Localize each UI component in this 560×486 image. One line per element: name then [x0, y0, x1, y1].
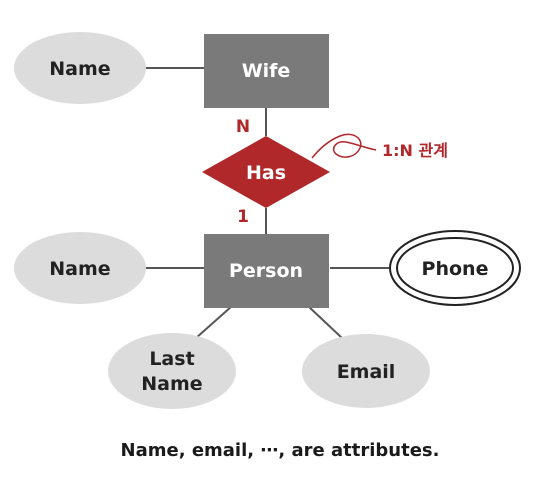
attribute-last-name: Last Name [108, 333, 236, 409]
relationship-has: Has [202, 136, 330, 208]
attribute-label: Email [337, 361, 396, 383]
cardinality-1: 1 [237, 207, 249, 227]
attribute-email: Email [302, 334, 430, 408]
entity-label: Wife [242, 60, 291, 82]
entity-label: Person [229, 260, 303, 282]
attribute-inner-ellipse [396, 237, 514, 299]
attribute-phone: Phone [389, 230, 521, 306]
line-person-to-email [307, 305, 343, 339]
attribute-ellipse [14, 32, 146, 104]
attribute-person-name: Name [14, 232, 146, 304]
cardinality-n: N [236, 117, 250, 137]
diagram-caption: Name, email, ⋯, are attributes. [120, 440, 440, 461]
entity-person: Person [204, 234, 329, 308]
relationship-note: 1:N 관계 [382, 141, 448, 160]
attribute-label: Name [49, 258, 110, 280]
connector-lines [145, 67, 390, 339]
attribute-ellipse [14, 232, 146, 304]
relationship-label: Has [246, 162, 286, 184]
attribute-ellipse [302, 334, 430, 408]
attribute-ellipse [108, 333, 236, 409]
attribute-label-line1: Last [149, 348, 194, 370]
attribute-wife-name: Name [14, 32, 146, 104]
attribute-label: Name [49, 58, 110, 80]
attribute-label: Phone [422, 258, 489, 280]
line-person-to-last-name [195, 305, 233, 339]
relationship-diamond [202, 136, 330, 208]
entity-box [204, 234, 329, 308]
annotation-swirl-icon [311, 133, 377, 159]
entity-box [204, 34, 329, 108]
entity-wife: Wife [204, 34, 329, 108]
attribute-label-line2: Name [141, 373, 202, 395]
